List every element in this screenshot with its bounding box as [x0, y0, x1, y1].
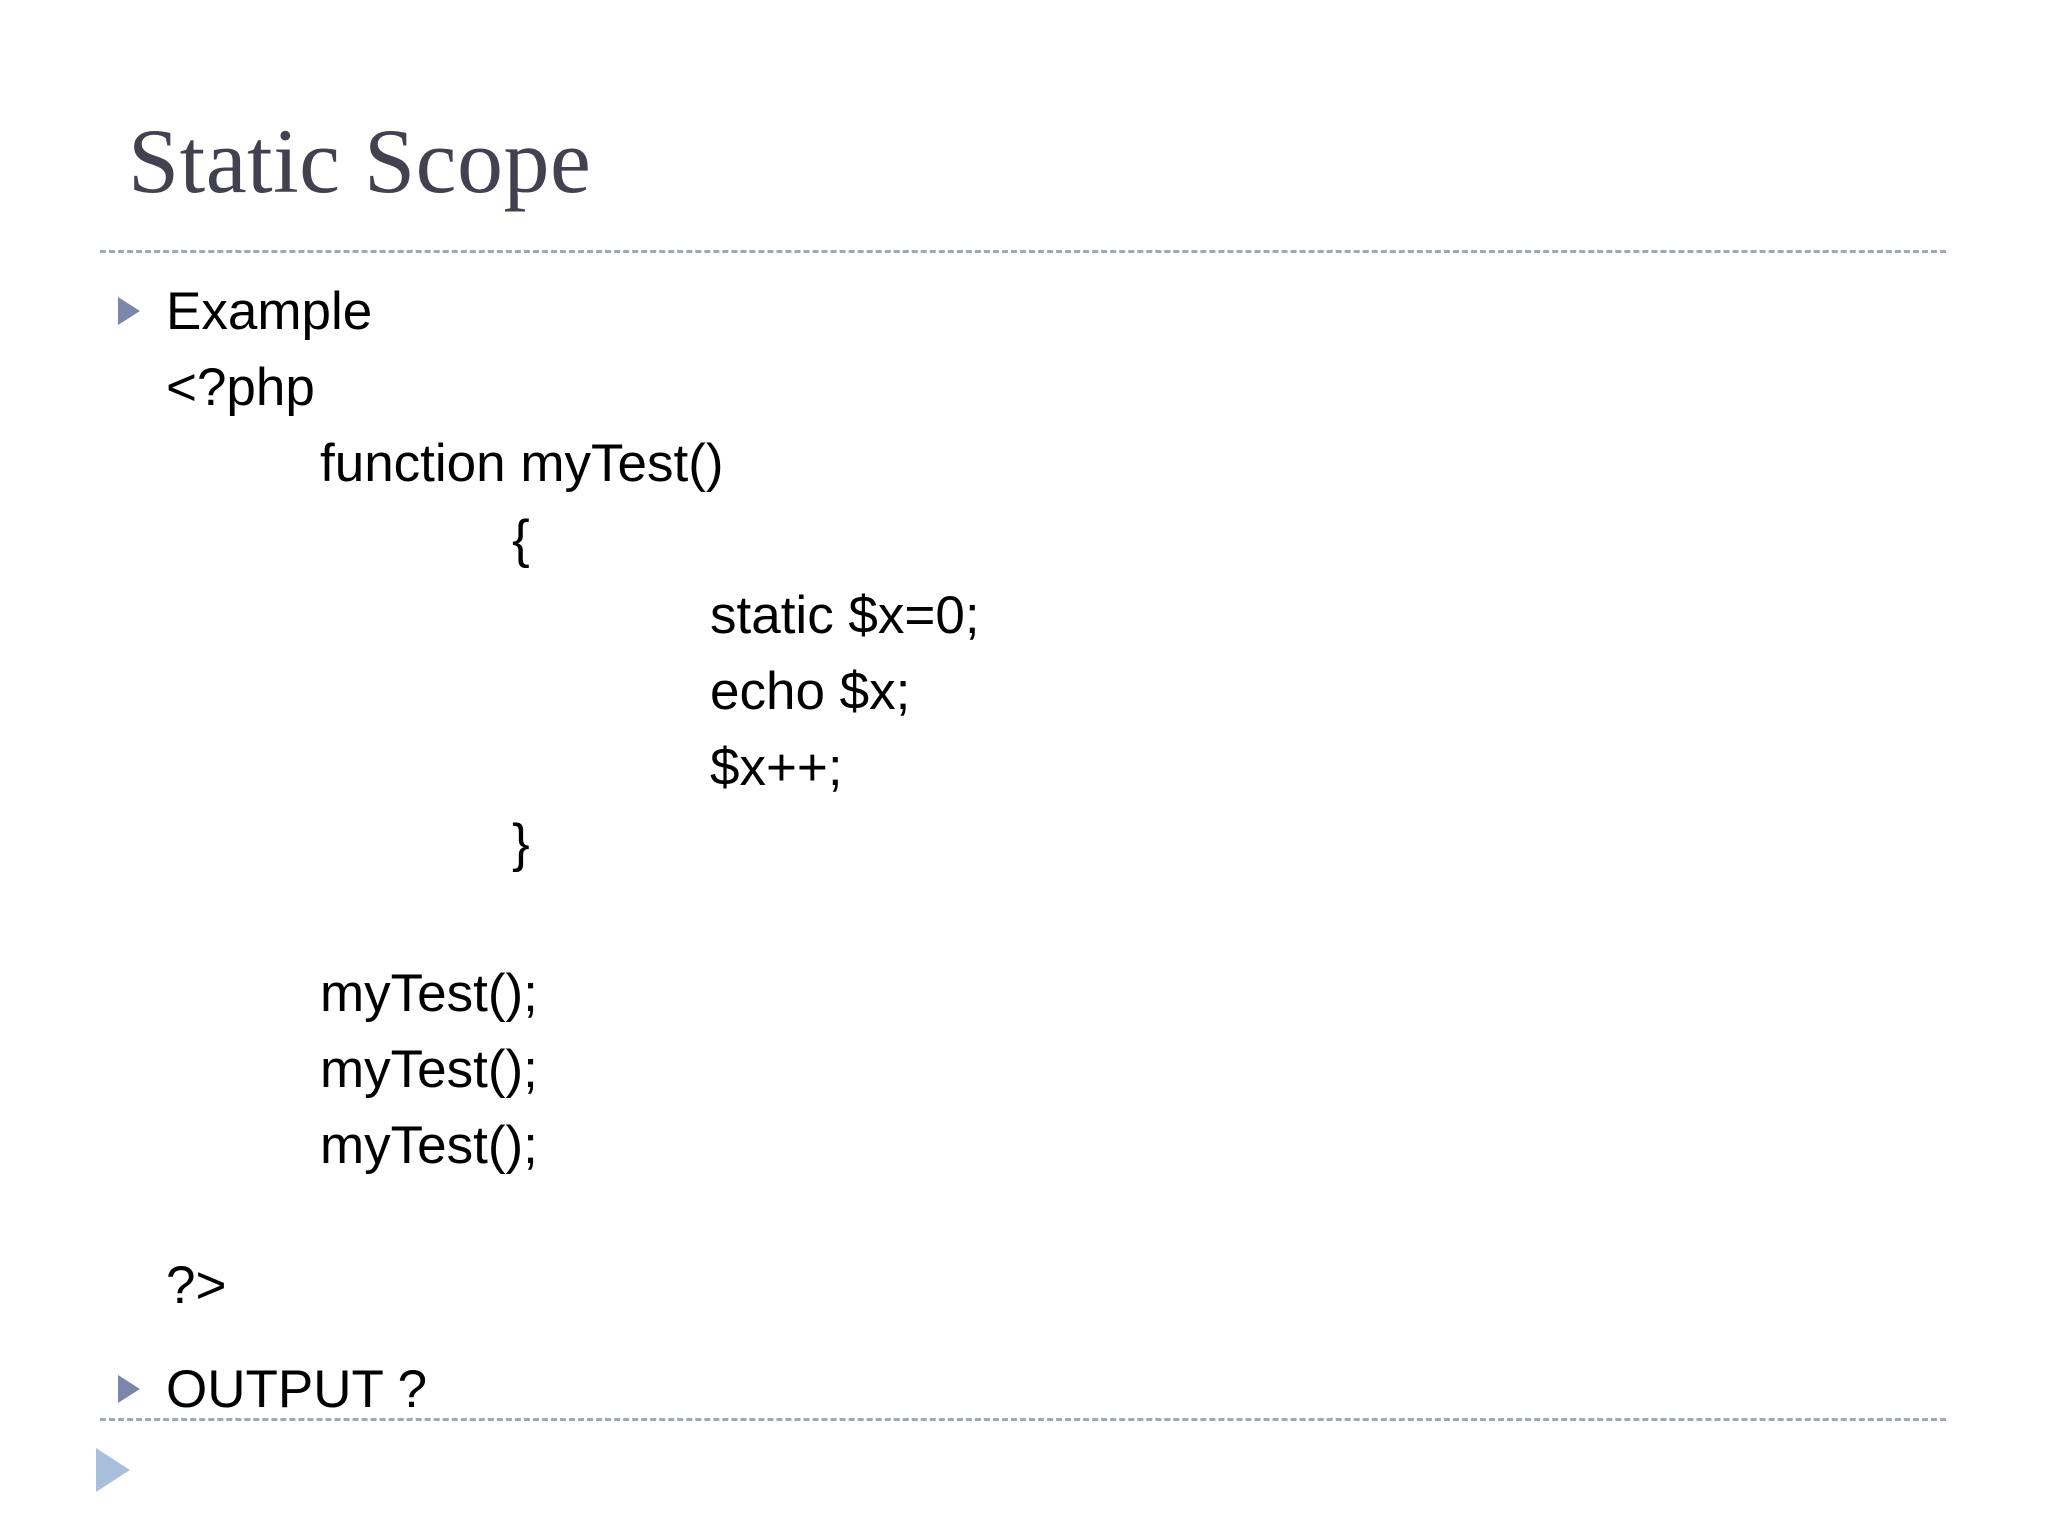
slide-body: Example <?php function myTest() { static…: [100, 272, 1950, 1428]
triangle-bullet-icon: [118, 1375, 140, 1403]
php-code-block: <?php function myTest() { static $x=0; e…: [100, 350, 1950, 1324]
code-line-call-2: myTest();: [320, 1040, 538, 1099]
code-line-close-brace: }: [512, 814, 530, 873]
bullet-item-example: Example: [100, 272, 1950, 350]
footer-triangle-icon: [96, 1448, 130, 1492]
triangle-bullet-icon: [118, 297, 140, 325]
code-blank-line-2: [100, 1184, 1950, 1248]
divider-top: [100, 250, 1946, 253]
title-zone: Static Scope: [100, 110, 1948, 252]
code-line-static-declaration: static $x=0;: [710, 586, 980, 645]
divider-bottom: [100, 1418, 1946, 1421]
code-line-call-1: myTest();: [320, 964, 538, 1023]
bullet-label-output: OUTPUT ?: [166, 1359, 428, 1419]
code-line-increment: $x++;: [710, 738, 843, 797]
code-line-open-tag: <?php: [166, 358, 315, 417]
bullet-item-output: OUTPUT ?: [100, 1350, 1950, 1428]
code-line-function-declaration: function myTest(): [320, 434, 724, 493]
spacer-before-output: [100, 1324, 1950, 1350]
code-line-open-brace: {: [512, 510, 530, 569]
bullet-label-example: Example: [166, 281, 373, 341]
code-line-echo: echo $x;: [710, 662, 911, 721]
code-line-call-3: myTest();: [320, 1116, 538, 1175]
code-line-close-tag: ?>: [166, 1256, 227, 1315]
page-title: Static Scope: [128, 110, 592, 212]
code-blank-line-1: [100, 882, 1950, 956]
